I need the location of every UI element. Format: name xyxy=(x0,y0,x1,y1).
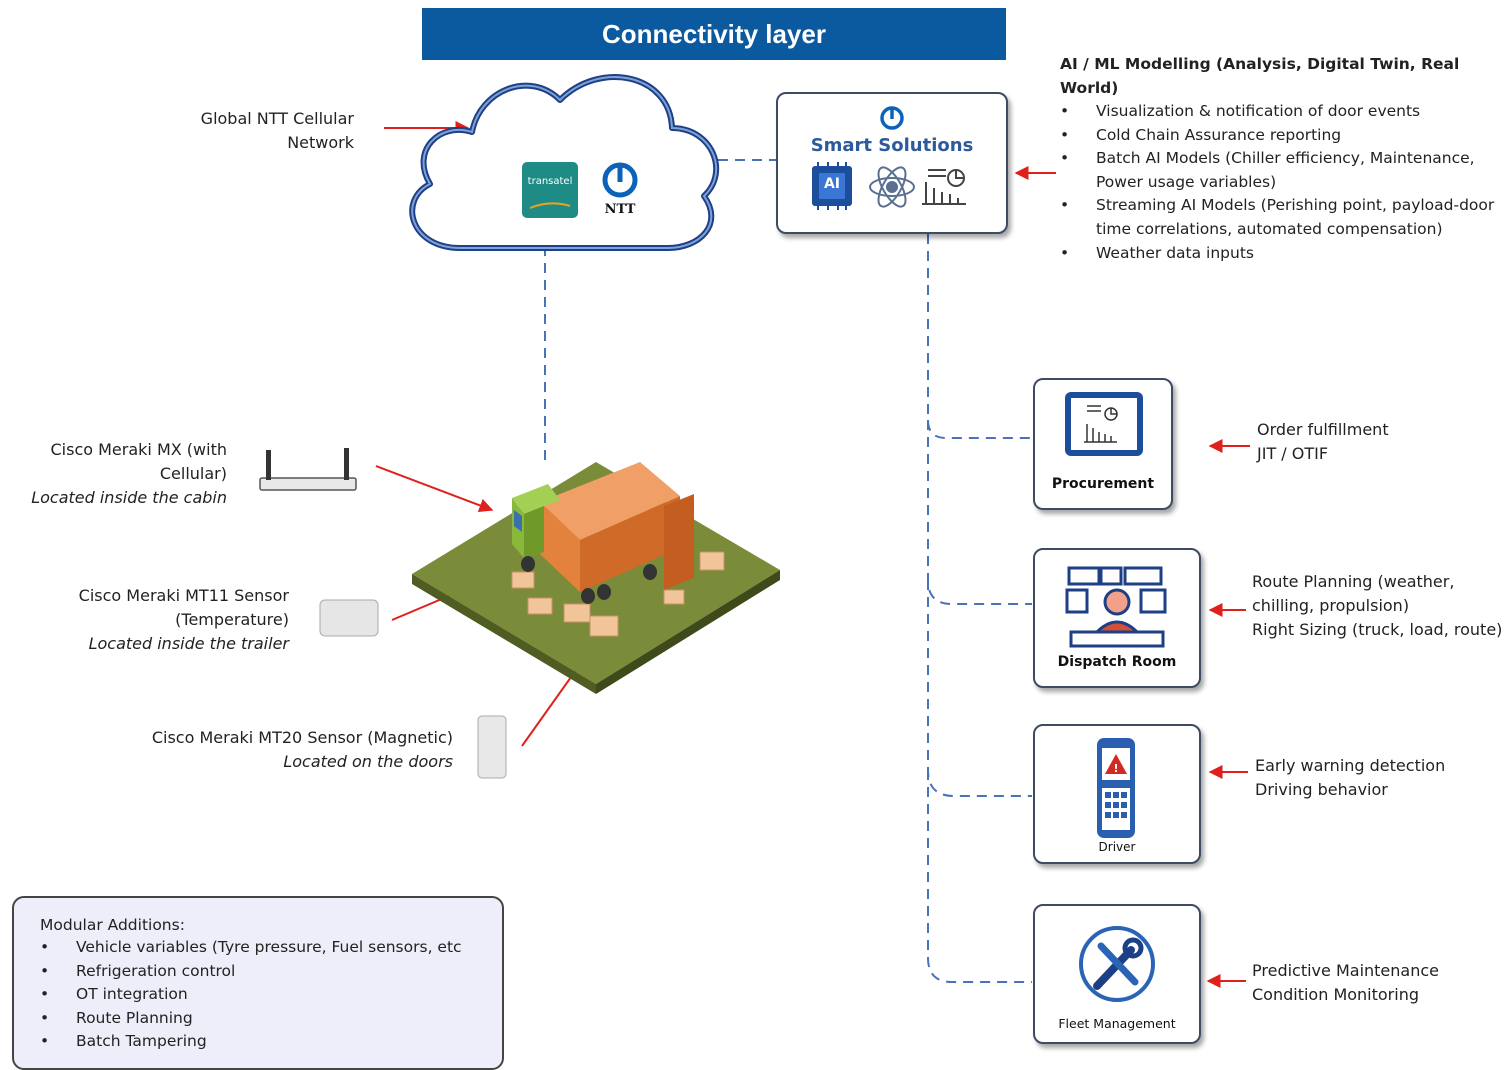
ai-ml-bullet: Weather data inputs xyxy=(1060,242,1508,266)
driver-description: Early warning detection Driving behavior xyxy=(1255,754,1445,802)
fleet-management-graphics xyxy=(1079,926,1155,1002)
ai-ml-heading: AI / ML Modelling (Analysis, Digital Twi… xyxy=(1060,55,1460,97)
meraki-mx-name-cont: Cellular) xyxy=(159,464,227,483)
truck-scene-illustration xyxy=(412,462,780,694)
meraki-mx-label: Cisco Meraki MX (with Cellular) Located … xyxy=(10,438,227,510)
transatel-logo-text: transatel xyxy=(527,176,573,187)
transatel-logo-icon xyxy=(522,162,578,218)
modular-item: Vehicle variables (Tyre pressure, Fuel s… xyxy=(40,936,502,960)
modular-item: Refrigeration control xyxy=(40,960,502,984)
procurement-desc-line: Order fulfillment xyxy=(1257,420,1389,439)
ai-ml-description: AI / ML Modelling (Analysis, Digital Twi… xyxy=(1060,52,1508,265)
dispatch-room-description: Route Planning (weather, chilling, propu… xyxy=(1252,570,1502,642)
ai-ml-bullet-continuation: Power usage variables) xyxy=(1060,171,1508,195)
meraki-mt11-name: Cisco Meraki MT11 Sensor xyxy=(78,586,289,605)
ai-chip-label: AI xyxy=(823,176,841,192)
ai-ml-bullet-cont-text: Power usage variables) xyxy=(1096,172,1277,191)
cloud-label-line2: Network xyxy=(287,133,354,152)
ai-ml-bullets: Visualization & notification of door eve… xyxy=(1060,100,1508,265)
fleet-desc-line: Condition Monitoring xyxy=(1252,985,1419,1004)
procurement-graphics xyxy=(1065,392,1143,456)
meraki-mt11-label: Cisco Meraki MT11 Sensor (Temperature) L… xyxy=(40,584,289,656)
driver-card: ! Driver xyxy=(1033,724,1201,864)
fleet-management-label: Fleet Management xyxy=(1058,1016,1176,1031)
cloud-network-label: Global NTT Cellular Network xyxy=(160,107,354,155)
modular-item: OT integration xyxy=(40,983,502,1007)
dispatch-room-graphics xyxy=(1065,566,1167,648)
driver-label: Driver xyxy=(1098,840,1136,854)
dispatch-desc-line: Right Sizing (truck, load, route) xyxy=(1252,620,1503,639)
procurement-label: Procurement xyxy=(1051,476,1155,492)
meraki-mt11-name-cont: (Temperature) xyxy=(175,610,289,629)
modular-additions-box: Modular Additions: Vehicle variables (Ty… xyxy=(12,896,504,1070)
procurement-description: Order fulfillment JIT / OTIF xyxy=(1257,418,1389,466)
ntt-logo-icon xyxy=(602,162,638,198)
meraki-mt20-name: Cisco Meraki MT20 Sensor (Magnetic) xyxy=(151,728,453,747)
dashed-connectors xyxy=(544,159,1032,983)
ntt-small-logo-icon xyxy=(880,106,904,130)
modular-item: Route Planning xyxy=(40,1007,502,1031)
modular-additions-title: Modular Additions: xyxy=(40,916,185,934)
meraki-mt20-sensor-icon xyxy=(477,715,507,779)
meraki-mx-router-icon xyxy=(259,448,357,491)
svg-text:!: ! xyxy=(1113,762,1118,775)
smart-solutions-graphics xyxy=(812,106,966,210)
driver-graphics: ! xyxy=(1097,738,1135,838)
dispatch-desc-line: Route Planning (weather, xyxy=(1252,572,1455,591)
atom-network-icon xyxy=(869,166,915,208)
ai-ml-bullet: Batch AI Models (Chiller efficiency, Mai… xyxy=(1060,147,1508,171)
driver-desc-line: Driving behavior xyxy=(1255,780,1388,799)
fleet-management-card: Fleet Management xyxy=(1033,904,1201,1044)
mobile-warning-icon: ! xyxy=(1097,738,1135,838)
fleet-desc-line: Predictive Maintenance xyxy=(1252,961,1439,980)
meraki-mt11-sensor-icon xyxy=(319,599,379,637)
modular-item: Batch Tampering xyxy=(40,1030,502,1054)
smart-solutions-title: Smart Solutions xyxy=(810,135,974,156)
meraki-mt20-label: Cisco Meraki MT20 Sensor (Magnetic) Loca… xyxy=(100,726,453,774)
analytics-chart-icon xyxy=(922,169,966,205)
cloud-label-line1: Global NTT Cellular xyxy=(200,109,354,128)
wrench-screwdriver-icon xyxy=(1079,926,1155,1002)
ai-ml-bullet: Cold Chain Assurance reporting xyxy=(1060,124,1508,148)
dispatch-room-card: Dispatch Room xyxy=(1033,548,1201,688)
ntt-logo-text: NTT xyxy=(604,202,636,217)
meraki-mx-name: Cisco Meraki MX (with xyxy=(50,440,228,459)
modular-additions-list: Vehicle variables (Tyre pressure, Fuel s… xyxy=(40,936,502,1054)
meraki-mt11-location: Located inside the trailer xyxy=(88,634,289,653)
ai-chip-icon xyxy=(812,162,852,210)
meraki-mt20-location: Located on the doors xyxy=(283,752,453,771)
dispatch-desc-line: chilling, propulsion) xyxy=(1252,596,1410,615)
smart-solutions-card: Smart Solutions AI xyxy=(776,92,1008,234)
ai-ml-bullet-continuation: time correlations, automated compensatio… xyxy=(1060,218,1508,242)
driver-desc-line: Early warning detection xyxy=(1255,756,1446,775)
meraki-mx-location: Located inside the cabin xyxy=(31,488,227,507)
dispatch-room-label: Dispatch Room xyxy=(1057,654,1177,670)
dispatch-operator-icon xyxy=(1065,566,1167,648)
ai-ml-bullet-cont-text: time correlations, automated compensatio… xyxy=(1096,219,1443,238)
procurement-card: Procurement xyxy=(1033,378,1173,510)
tablet-analytics-icon xyxy=(1065,392,1143,456)
procurement-desc-line: JIT / OTIF xyxy=(1257,444,1329,463)
connectivity-layer-banner: Connectivity layer xyxy=(422,8,1006,60)
ai-ml-bullet: Visualization & notification of door eve… xyxy=(1060,100,1508,124)
ai-ml-bullet: Streaming AI Models (Perishing point, pa… xyxy=(1060,194,1508,218)
fleet-management-description: Predictive Maintenance Condition Monitor… xyxy=(1252,959,1439,1007)
